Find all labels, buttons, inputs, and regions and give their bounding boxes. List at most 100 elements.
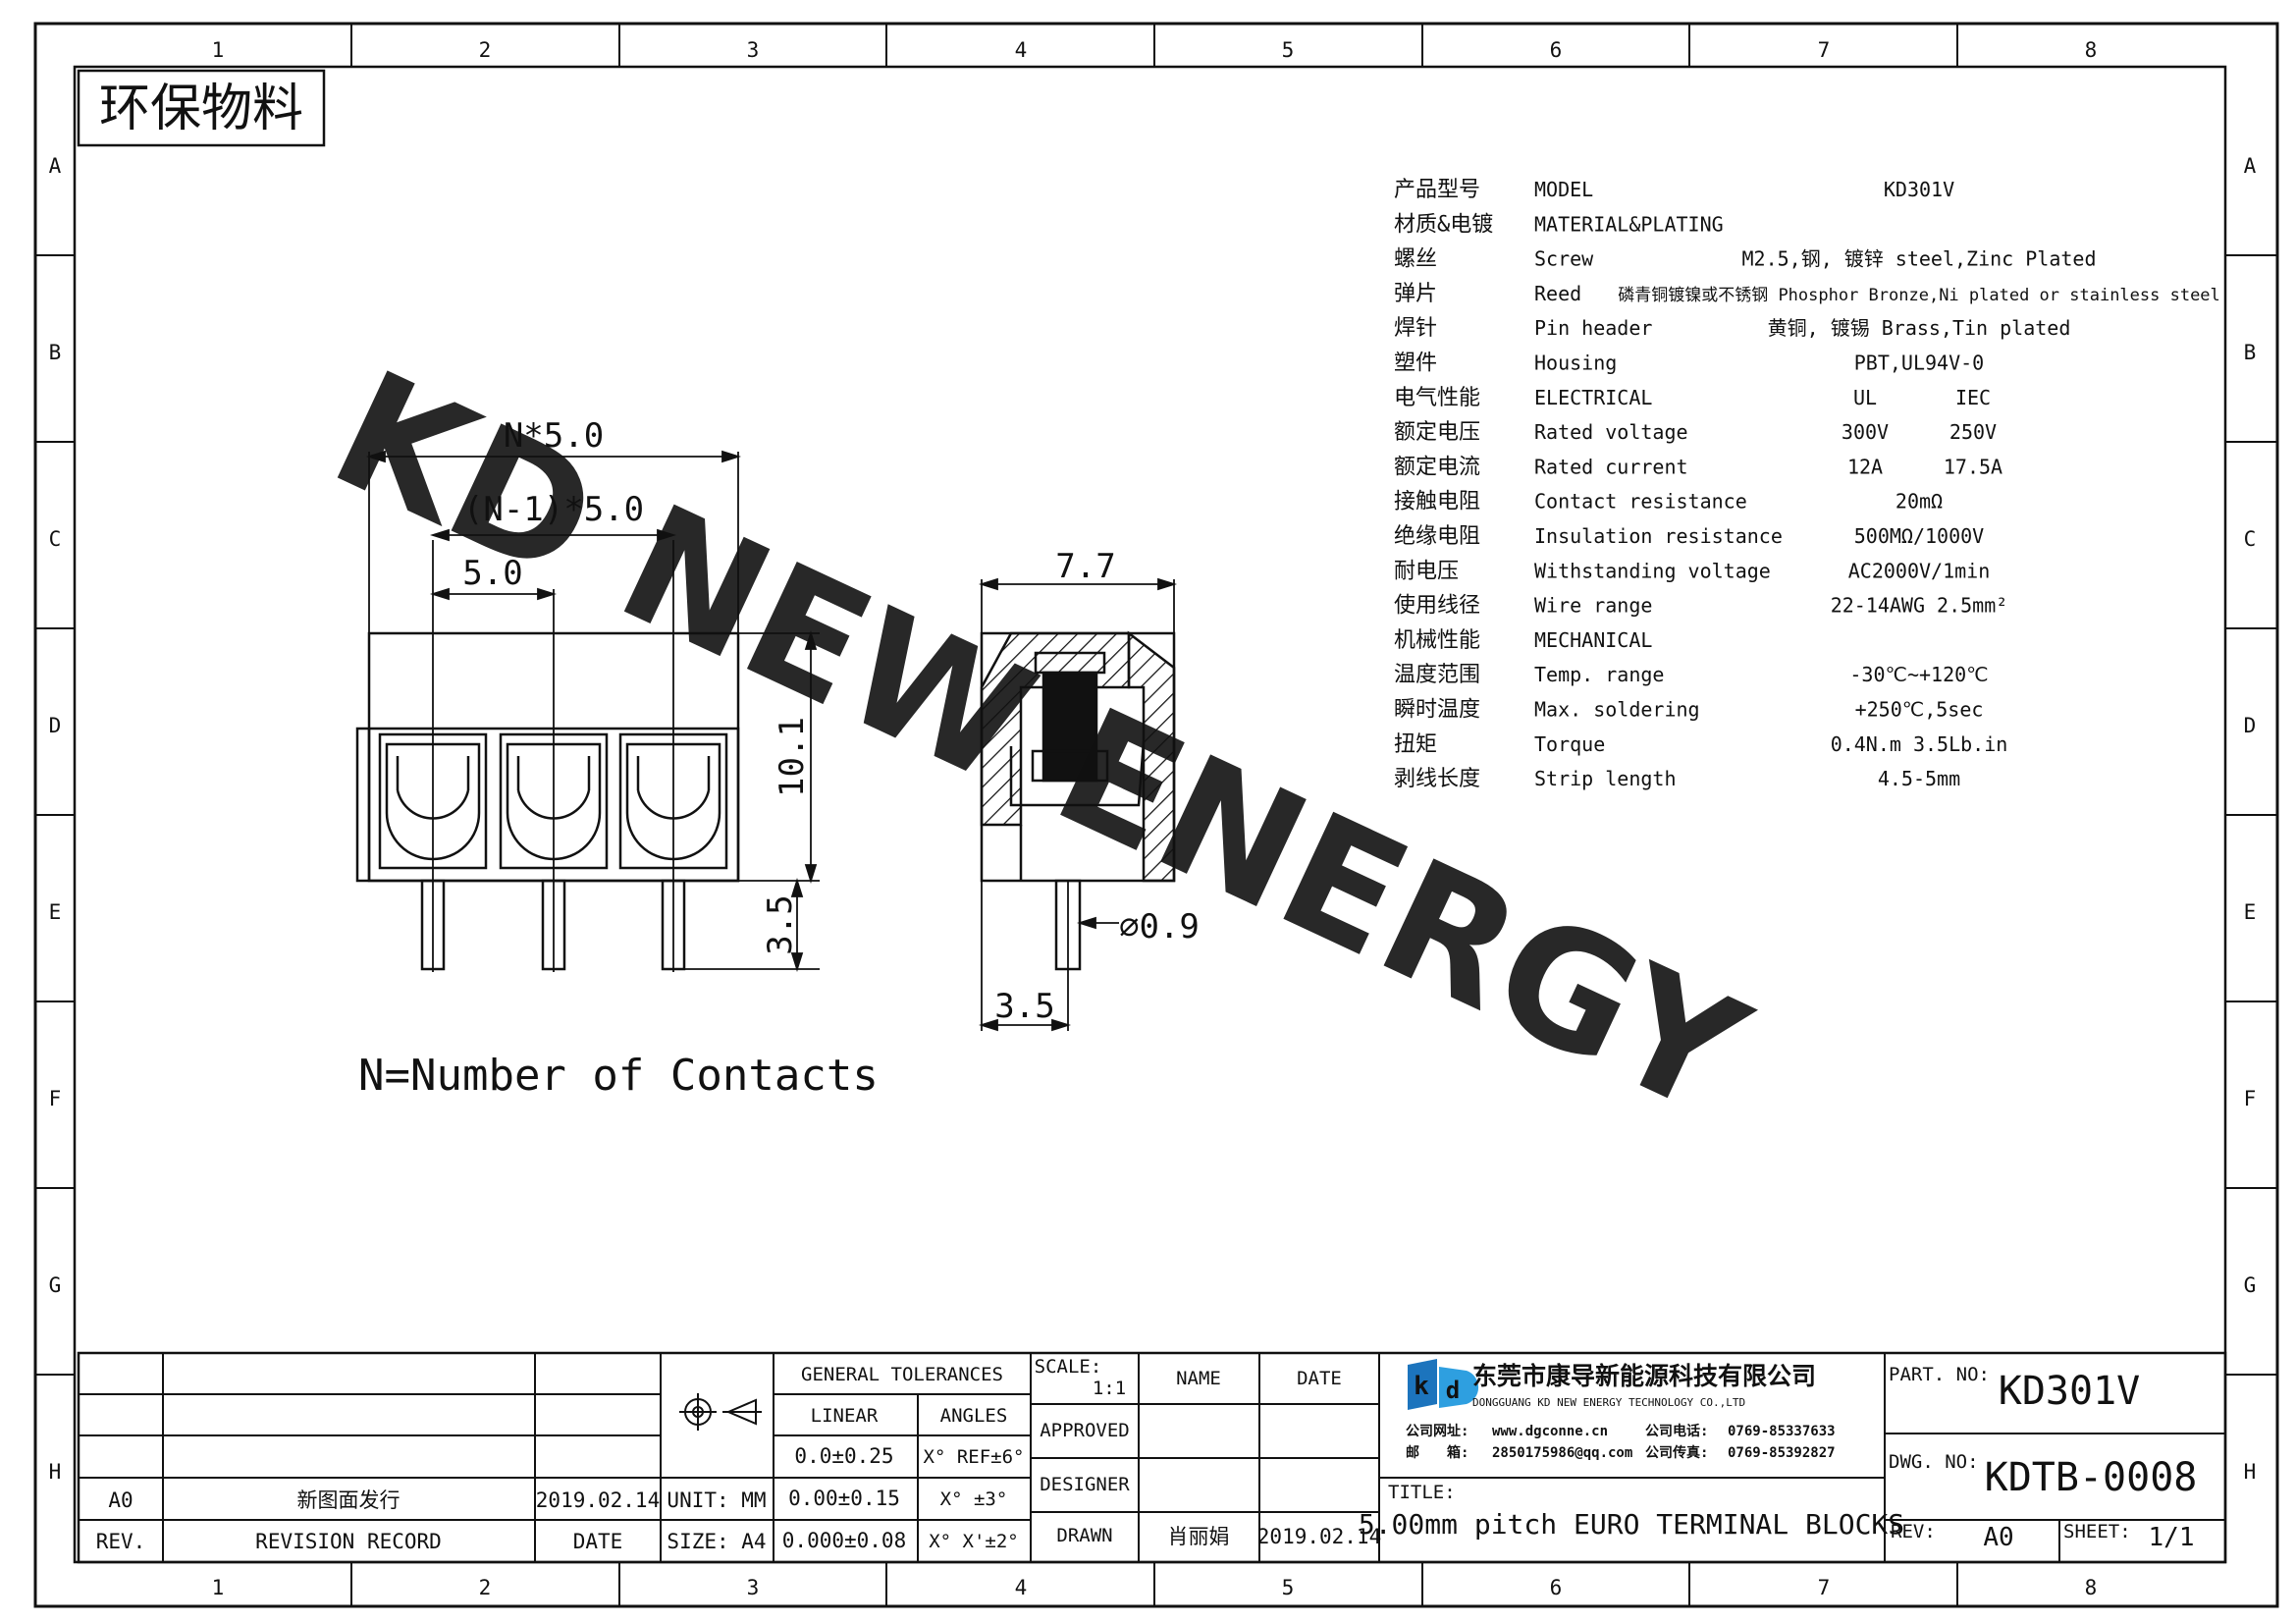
dim-n-pitch: N*5.0 xyxy=(504,416,604,456)
name-label: NAME xyxy=(1176,1368,1221,1389)
spec-value: +250℃,5sec xyxy=(1855,698,1984,722)
spec-label-en: Rated current xyxy=(1534,455,1688,478)
contacts-note: N=Number of Contacts xyxy=(358,1051,879,1101)
row-left-e: E xyxy=(49,900,62,924)
rev-value-cell: A0 xyxy=(108,1488,133,1512)
row-right-c: C xyxy=(2244,527,2257,551)
spec-value: PBT,UL94V-0 xyxy=(1854,352,1984,375)
spec-label-en: Insulation resistance xyxy=(1534,524,1783,548)
svg-text:d: d xyxy=(1446,1377,1460,1404)
spec-label-cn: 机械性能 xyxy=(1394,628,1480,653)
linear-label: LINEAR xyxy=(811,1405,879,1427)
tol-angle-1: X° REF±6° xyxy=(924,1446,1025,1468)
spec-value-ul: UL xyxy=(1853,386,1877,409)
col-bottom-2: 2 xyxy=(479,1576,492,1599)
dim-n1-pitch: (N-1)*5.0 xyxy=(463,490,644,529)
title-label: TITLE: xyxy=(1388,1482,1456,1503)
tol-angle-3: X° X'±2° xyxy=(929,1531,1019,1552)
col-top-1: 1 xyxy=(212,38,225,62)
spec-label-en: Rated voltage xyxy=(1534,420,1688,444)
col-bottom-8: 8 xyxy=(2085,1576,2098,1599)
dim-depth: 7.7 xyxy=(1055,547,1115,586)
sheet-value: 1/1 xyxy=(2149,1523,2195,1552)
phone-value: 0769-85337633 xyxy=(1728,1424,1836,1439)
title-block xyxy=(77,1351,2227,1564)
spec-value: 20mΩ xyxy=(1896,490,1943,514)
company-logo: k d xyxy=(1408,1359,1479,1410)
dim-pin-offset: 3.5 xyxy=(994,987,1054,1026)
unit-label: UNIT: MM xyxy=(667,1488,766,1512)
revision-record-header: REVISION RECORD xyxy=(255,1530,442,1553)
designer-label: DESIGNER xyxy=(1040,1474,1130,1495)
svg-text:k: k xyxy=(1414,1372,1429,1401)
spec-value: -30℃~+120℃ xyxy=(1849,663,1988,686)
tol-angle-2: X° ±3° xyxy=(940,1488,1008,1510)
spec-label-en: Strip length xyxy=(1534,767,1677,790)
row-left-c: C xyxy=(49,527,62,551)
col-top-6: 6 xyxy=(1550,38,1563,62)
logo-mark-icon xyxy=(1408,1359,1437,1410)
spec-label-cn: 剥线长度 xyxy=(1394,767,1480,791)
title-block-text: A0 新图面发行 2019.02.14 REV. REVISION RECORD… xyxy=(96,1356,1382,1553)
spec-label-cn: 塑件 xyxy=(1394,352,1437,376)
spec-label-en: Screw xyxy=(1534,247,1594,271)
col-top-7: 7 xyxy=(1818,38,1831,62)
fax-value: 0769-85392827 xyxy=(1728,1445,1836,1461)
scale-value: 1:1 xyxy=(1093,1378,1126,1399)
col-bottom-1: 1 xyxy=(212,1576,225,1599)
eco-material-badge: 环保物料 xyxy=(77,69,326,147)
dim-pin-diameter: ⌀0.9 xyxy=(1119,907,1200,947)
dim-pitch: 5.0 xyxy=(462,554,522,593)
dim-height: 10.1 xyxy=(773,717,812,797)
row-left-b: B xyxy=(49,341,62,364)
eco-material-text: 环保物料 xyxy=(99,80,303,138)
email-value: 2850175986@qq.com xyxy=(1492,1445,1632,1461)
side-view xyxy=(980,630,1176,971)
row-right-a: A xyxy=(2244,154,2257,178)
tol-linear-2: 0.00±0.15 xyxy=(788,1487,900,1510)
part-no-value: KD301V xyxy=(1999,1369,2141,1414)
approved-label: APPROVED xyxy=(1040,1420,1130,1441)
dwg-no-label: DWG. NO: xyxy=(1889,1451,1979,1473)
sheet-label: SHEET: xyxy=(2063,1521,2131,1542)
spec-label-en: Wire range xyxy=(1534,594,1652,618)
row-right-d: D xyxy=(2244,714,2257,737)
grid-labels: 1 2 3 4 5 6 7 8 1 2 3 4 5 6 7 8 A B C D … xyxy=(49,38,2257,1599)
part-no-label: PART. NO: xyxy=(1889,1364,1990,1385)
spec-label-en: Reed xyxy=(1534,282,1581,305)
drawn-date: 2019.02.14 xyxy=(1257,1525,1381,1548)
row-right-f: F xyxy=(2244,1087,2257,1110)
spec-label-cn: 弹片 xyxy=(1394,282,1437,306)
rev-label: REV: xyxy=(1891,1521,1936,1542)
revision-date-header: DATE xyxy=(573,1530,623,1553)
col-top-8: 8 xyxy=(2085,38,2098,62)
spec-label-en: Contact resistance xyxy=(1534,490,1747,514)
spec-value: 磷青铜镀镍或不锈钢 Phosphor Bronze,Ni plated or s… xyxy=(1618,286,2220,305)
title-and-numbers: TITLE: 5.00mm pitch EURO TERMINAL BLOCKS… xyxy=(1359,1364,2198,1552)
spec-label-cn: 额定电压 xyxy=(1394,420,1480,445)
scale-label: SCALE: xyxy=(1035,1356,1102,1378)
spec-label-cn: 使用线径 xyxy=(1394,594,1480,619)
spec-label-cn: 绝缘电阻 xyxy=(1394,524,1480,549)
spec-label-cn: 焊针 xyxy=(1394,316,1437,341)
col-bottom-5: 5 xyxy=(1282,1576,1295,1599)
row-right-b: B xyxy=(2244,341,2257,364)
front-view xyxy=(355,631,740,971)
spec-label-cn: 产品型号 xyxy=(1394,178,1480,202)
spec-value-ul: 300V xyxy=(1842,420,1889,444)
tol-linear-1: 0.0±0.25 xyxy=(794,1444,893,1468)
spec-value: 4.5-5mm xyxy=(1878,767,1960,790)
spec-value-iec: 250V xyxy=(1949,420,1997,444)
col-bottom-7: 7 xyxy=(1818,1576,1831,1599)
spec-value: AC2000V/1min xyxy=(1848,559,1991,582)
spec-label-cn: 额定电流 xyxy=(1394,455,1480,479)
drawing-title: 5.00mm pitch EURO TERMINAL BLOCKS xyxy=(1359,1508,1904,1541)
spec-label-en: Housing xyxy=(1534,352,1617,375)
date-label: DATE xyxy=(1297,1368,1342,1389)
col-top-5: 5 xyxy=(1282,38,1295,62)
website-value: www.dgconne.cn xyxy=(1492,1424,1608,1439)
company-name-cn: 东莞市康导新能源科技有限公司 xyxy=(1472,1362,1816,1390)
spec-label-en: Withstanding voltage xyxy=(1534,559,1771,582)
spec-value: 22-14AWG 2.5mm² xyxy=(1831,594,2008,618)
